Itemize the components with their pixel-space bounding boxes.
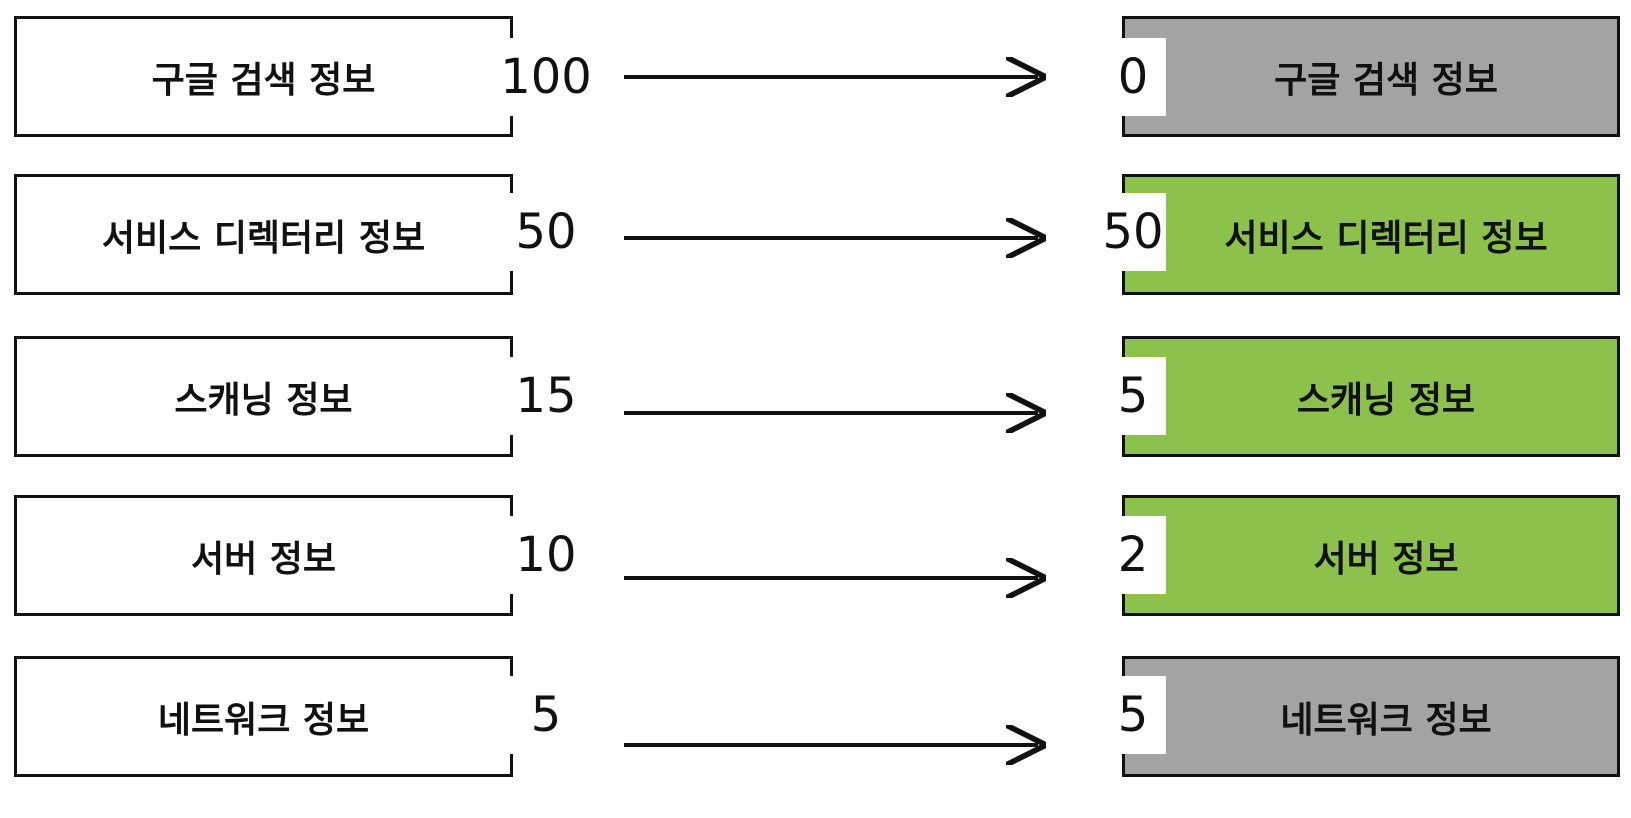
right-value: 50 <box>1100 193 1166 271</box>
right-value: 5 <box>1100 357 1166 435</box>
left-box-service-directory: 서비스 디렉터리 정보 <box>14 174 513 295</box>
right-box-server: 서버 정보 <box>1122 495 1620 616</box>
right-label: 구글 검색 정보 <box>1274 59 1498 101</box>
left-value: 50 <box>506 193 586 271</box>
left-label: 서비스 디렉터리 정보 <box>101 217 426 259</box>
right-box-scanning: 스캐닝 정보 <box>1122 336 1620 457</box>
left-label: 구글 검색 정보 <box>151 59 376 101</box>
left-value: 5 <box>506 676 586 754</box>
right-value: 2 <box>1100 516 1166 594</box>
right-label: 스캐닝 정보 <box>1296 379 1476 421</box>
left-box-scanning: 스캐닝 정보 <box>14 336 513 457</box>
left-box-network: 네트워크 정보 <box>14 656 513 777</box>
right-box-service-directory: 서비스 디렉터리 정보 <box>1122 174 1620 295</box>
right-value: 0 <box>1100 38 1166 116</box>
right-label: 서버 정보 <box>1313 538 1459 580</box>
left-value: 15 <box>506 357 586 435</box>
left-label: 서버 정보 <box>190 538 336 580</box>
left-label: 스캐닝 정보 <box>174 379 353 421</box>
right-label: 네트워크 정보 <box>1280 699 1492 741</box>
right-value: 5 <box>1100 676 1166 754</box>
left-value: 100 <box>500 38 592 116</box>
left-value: 10 <box>506 516 586 594</box>
right-box-network: 네트워크 정보 <box>1122 656 1620 777</box>
left-box-google-search: 구글 검색 정보 <box>14 16 513 137</box>
left-label: 네트워크 정보 <box>157 699 370 741</box>
right-label: 서비스 디렉터리 정보 <box>1224 217 1548 259</box>
